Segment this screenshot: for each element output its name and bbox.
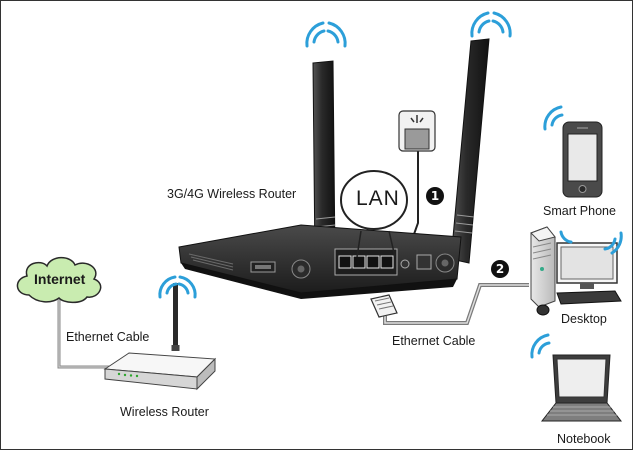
ethernet-plug [370, 294, 398, 318]
desktop-label: Desktop [561, 312, 607, 326]
main-router-device [178, 38, 490, 299]
smart-phone-label: Smart Phone [543, 204, 616, 218]
wireless-router-label: Wireless Router [120, 405, 209, 419]
internet-cable [57, 298, 113, 369]
ethernet-cable-bottom-label: Ethernet Cable [392, 334, 476, 348]
notebook-device [540, 354, 623, 422]
internet-label: Internet [34, 271, 86, 287]
power-cable [408, 151, 419, 246]
main-router-label: 3G/4G Wireless Router [167, 187, 297, 201]
smart-phone-device [562, 121, 603, 198]
cloud-icon [16, 256, 102, 304]
lan-callout [340, 170, 408, 258]
notebook-label: Notebook [557, 432, 611, 446]
wifi-signal-icon [158, 11, 623, 359]
lan-label: LAN [356, 187, 400, 210]
ethernet-cable-left-label: Ethernet Cable [66, 330, 150, 344]
wireless-router-device [103, 283, 217, 391]
step-1-badge: 1 [426, 187, 444, 205]
step-2-badge: 2 [491, 260, 509, 278]
power-adapter-icon [398, 110, 436, 152]
desktop-device [530, 226, 622, 316]
